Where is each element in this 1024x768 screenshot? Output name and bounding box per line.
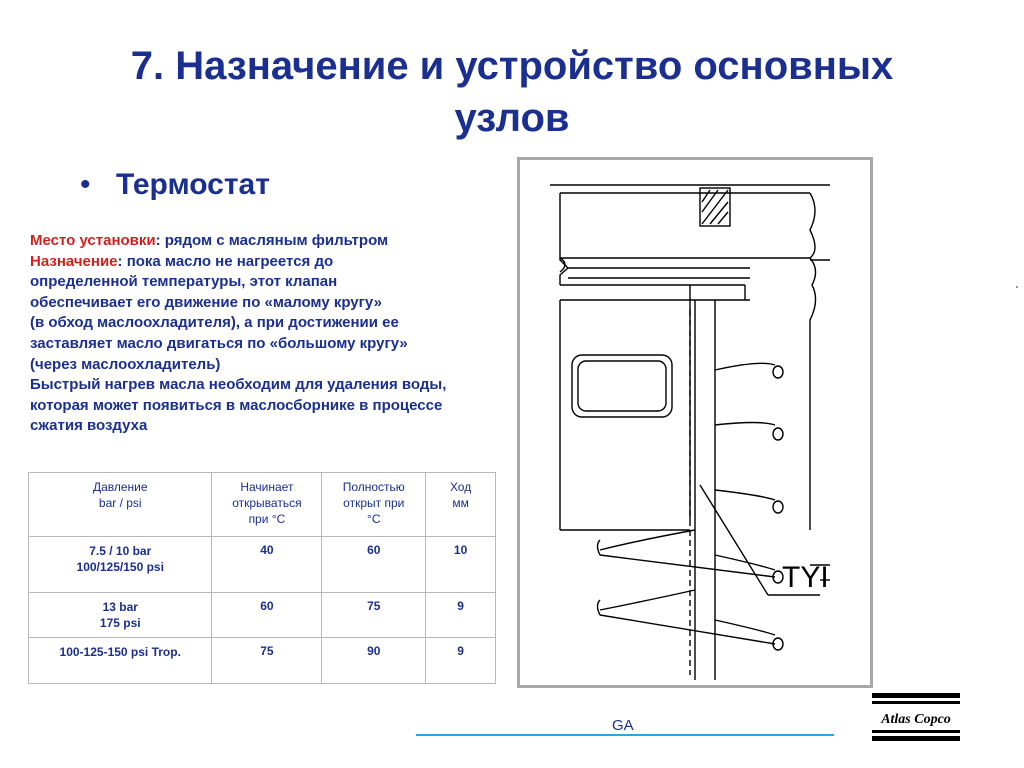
footer-divider bbox=[416, 734, 834, 736]
logo-graphic: Atlas Copco bbox=[872, 693, 960, 741]
header-pressure-line-2: bar / psi bbox=[98, 496, 142, 510]
thermostat-spec-table: Давление bar / psi Начинает открываться … bbox=[27, 472, 496, 684]
cell-stroke: 9 bbox=[425, 637, 496, 684]
purpose-label: Назначение bbox=[30, 252, 118, 270]
cell-full: 60 bbox=[321, 536, 427, 593]
footer-label: GA bbox=[612, 717, 634, 734]
cell-pressure-line-2: 175 psi bbox=[99, 616, 141, 630]
cell-start: 60 bbox=[211, 592, 323, 638]
purpose-line-6: Быстрый нагрев масла необходим для удале… bbox=[30, 376, 447, 394]
cell-pressure-line-1: 7.5 / 10 bar bbox=[89, 544, 152, 558]
table-header-row: Давление bar / psi Начинает открываться … bbox=[27, 472, 496, 537]
thermostat-description: Место установки: рядом с масляным фильтр… bbox=[30, 231, 510, 437]
atlas-copco-logo: Atlas Copco bbox=[872, 693, 960, 741]
location-label: Место установки bbox=[30, 232, 156, 249]
thermostat-drawing: TYI bbox=[550, 184, 830, 680]
page-title: 7. Назначение и устройство основных узло… bbox=[40, 40, 984, 144]
purpose-line-5: (через маслоохладитель) bbox=[30, 355, 221, 373]
table-row: 7.5 / 10 bar 100/125/150 psi 40 60 10 bbox=[27, 536, 496, 593]
location-text: : рядом с масляным фильтром bbox=[155, 232, 389, 249]
header-full-line-2: открыт при bbox=[343, 496, 405, 510]
purpose-line-2: обеспечивает его движение по «малому кру… bbox=[30, 293, 382, 311]
cell-full: 75 bbox=[321, 592, 427, 638]
cell-pressure-line-1: 100-125-150 psi Trop. bbox=[59, 645, 181, 659]
purpose-text-0: : пока масло не нагреется до bbox=[117, 252, 334, 270]
bullet-heading: Термостат bbox=[116, 168, 270, 201]
title-line-2: узлов bbox=[454, 96, 570, 140]
cell-pressure-line-2: 100/125/150 psi bbox=[76, 560, 164, 574]
cell-pressure: 13 bar 175 psi bbox=[27, 592, 213, 638]
cell-stroke: 9 bbox=[425, 592, 496, 638]
purpose-line-4: заставляет масло двигаться по «большому … bbox=[30, 334, 408, 352]
bullet-glyph: • bbox=[80, 168, 91, 201]
header-full-line-1: Полностью bbox=[342, 480, 405, 494]
header-stroke: Ход мм bbox=[425, 472, 496, 537]
purpose-line-0: Назначение: пока масло не нагреется до bbox=[30, 252, 510, 273]
header-start-open: Начинает открываться при °C bbox=[211, 472, 323, 537]
location-line: Место установки: рядом с масляным фильтр… bbox=[30, 231, 510, 252]
purpose-line-3: (в обход маслоохладителя), а при достиже… bbox=[30, 314, 399, 332]
header-full-line-3: °C bbox=[367, 512, 381, 526]
header-pressure-line-1: Давление bbox=[92, 480, 148, 494]
purpose-line-1: определенной температуры, этот клапан bbox=[30, 273, 338, 291]
header-stroke-line-1: Ход bbox=[449, 480, 472, 494]
title-line-1: 7. Назначение и устройство основных bbox=[130, 44, 894, 88]
cell-stroke: 10 bbox=[425, 536, 496, 593]
table-row: 100-125-150 psi Trop. 75 90 9 bbox=[27, 637, 496, 684]
header-stroke-line-2: мм bbox=[452, 496, 469, 510]
cell-pressure: 100-125-150 psi Trop. bbox=[27, 637, 213, 684]
cell-start: 75 bbox=[211, 637, 323, 684]
logo-text: Atlas Copco bbox=[880, 712, 951, 727]
cell-pressure: 7.5 / 10 bar 100/125/150 psi bbox=[27, 536, 213, 593]
stray-mark bbox=[1016, 286, 1018, 288]
header-pressure: Давление bar / psi bbox=[27, 472, 213, 537]
cell-start: 40 bbox=[211, 536, 323, 593]
header-full-open: Полностью открыт при °C bbox=[321, 472, 427, 537]
header-start-line-1: Начинает bbox=[240, 480, 294, 494]
purpose-line-8: сжатия воздуха bbox=[30, 417, 148, 435]
cell-pressure-line-1: 13 bar bbox=[102, 600, 138, 614]
thermostat-diagram: TYI bbox=[517, 157, 873, 688]
diagram-label: TYI bbox=[782, 561, 829, 594]
purpose-line-7: которая может появиться в маслосборнике … bbox=[30, 396, 443, 414]
header-start-line-2: открываться bbox=[232, 496, 302, 510]
header-start-line-3: при °C bbox=[248, 512, 286, 526]
cell-full: 90 bbox=[321, 637, 427, 684]
table-row: 13 bar 175 psi 60 75 9 bbox=[27, 592, 496, 638]
